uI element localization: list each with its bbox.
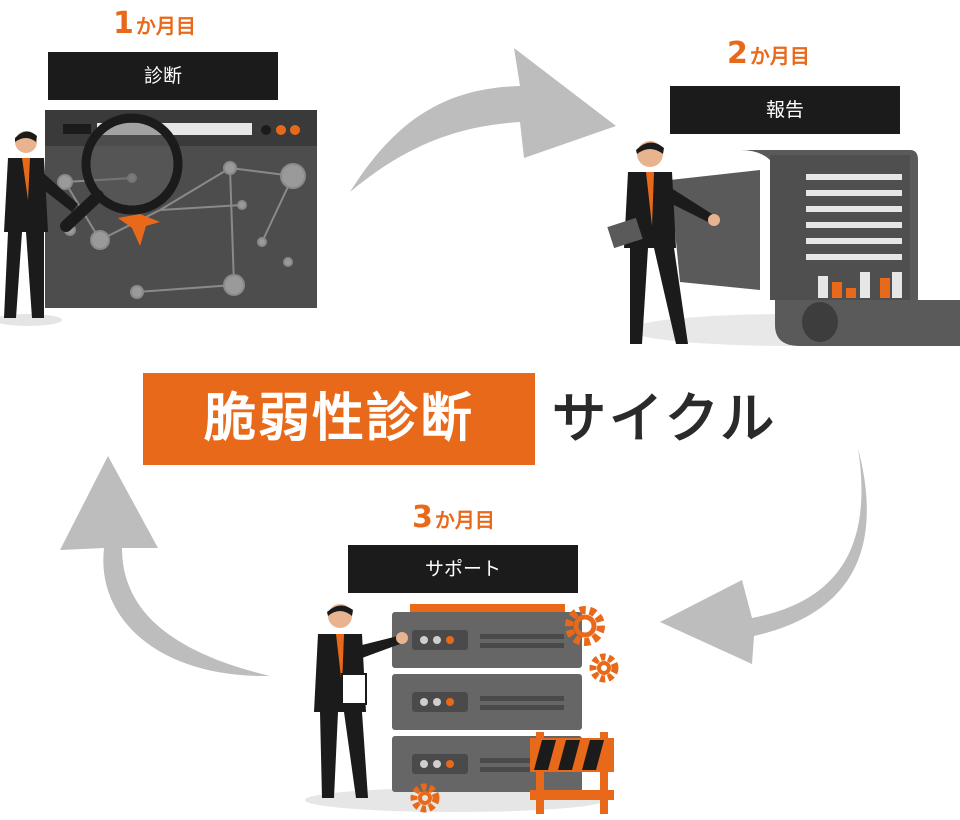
step-2-month-unit: か月目: [749, 44, 810, 68]
network-graph-icon: [57, 161, 306, 299]
businessman-icon: [607, 141, 720, 344]
gear-icon: [589, 653, 619, 683]
gear-icon: [410, 783, 440, 813]
step-2-label: 報告: [670, 86, 900, 134]
cycle-arrow-2-to-3: [660, 448, 867, 664]
step-3-label: サポート: [348, 545, 578, 593]
cycle-arrow-3-to-1: [60, 456, 270, 677]
step-1-month-unit: か月目: [135, 14, 196, 38]
businessman-icon: [0, 131, 78, 326]
title-rest: サイクル: [552, 387, 778, 450]
step-2-month-number: 2: [727, 36, 748, 71]
step-3-month-unit: か月目: [434, 508, 495, 532]
cycle-arrow-1-to-2: [350, 48, 616, 192]
server-rack-icon: [392, 604, 582, 792]
step-1-month-number: 1: [113, 6, 134, 41]
bar-chart-icon: [818, 272, 902, 298]
gear-icon: [565, 606, 605, 646]
title-highlight: 脆弱性診断: [143, 373, 535, 465]
report-scroll-icon: [670, 150, 960, 346]
report-illustration: [607, 141, 960, 346]
support-illustration: [305, 604, 619, 814]
businessman-icon: [314, 604, 408, 798]
step-1-label: 診断: [48, 52, 278, 100]
step-3-month-number: 3: [412, 500, 433, 535]
diagnosis-illustration: [0, 110, 317, 326]
barricade-icon: [530, 732, 614, 814]
magnifier-icon: [60, 113, 183, 232]
